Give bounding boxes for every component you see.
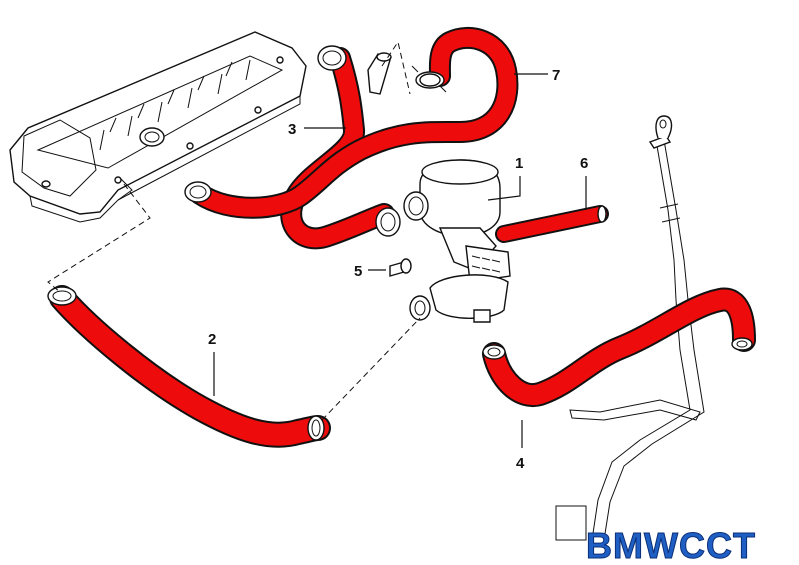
callouts: 1 2 3 4 5 6 7 bbox=[208, 67, 588, 472]
callout-5: 5 bbox=[354, 263, 362, 280]
callout-4: 4 bbox=[516, 455, 525, 472]
watermark-text: BMWCCT bbox=[586, 525, 756, 565]
dipstick-tube bbox=[555, 115, 705, 541]
callout-2: 2 bbox=[208, 331, 216, 348]
assembly-lines bbox=[47, 40, 421, 421]
hose-4 bbox=[482, 287, 756, 407]
callout-6: 6 bbox=[580, 155, 588, 172]
hose-clamp bbox=[411, 65, 447, 93]
callout-1: 1 bbox=[515, 155, 523, 172]
callout-7: 7 bbox=[552, 67, 560, 84]
oil-separator bbox=[403, 159, 511, 323]
valve-cover bbox=[9, 31, 307, 223]
bolt bbox=[389, 258, 412, 277]
leader-lines bbox=[213, 73, 587, 448]
hose-6 bbox=[495, 205, 609, 243]
callout-3: 3 bbox=[288, 121, 296, 138]
hose-2 bbox=[47, 285, 331, 448]
watermark-logo: BMWCCT bbox=[586, 525, 756, 565]
